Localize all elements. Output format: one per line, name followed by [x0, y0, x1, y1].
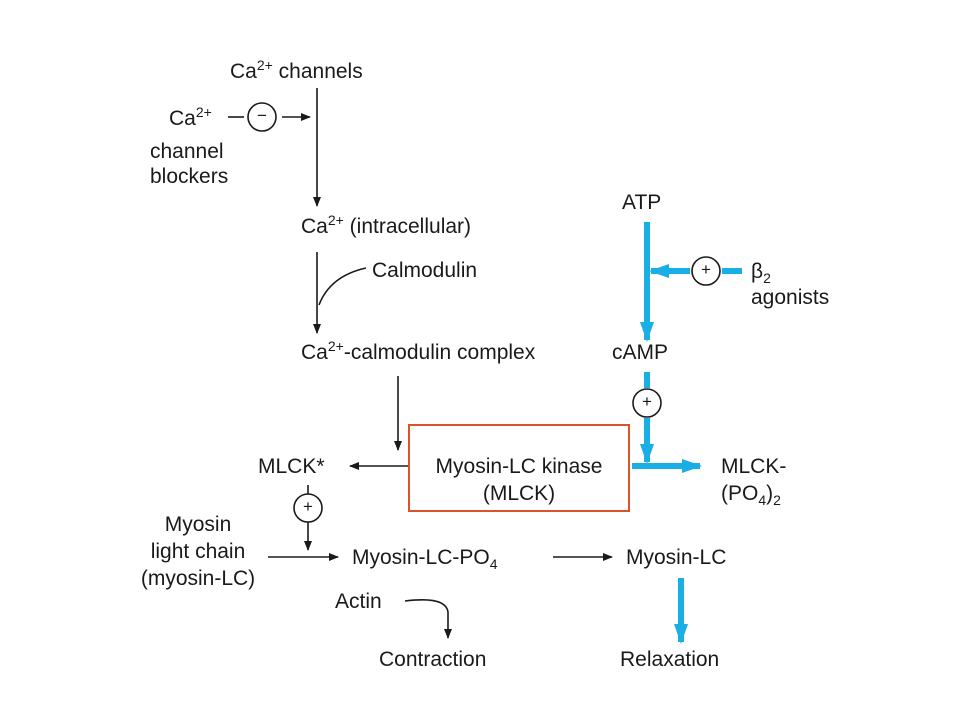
curve-calmodulin-joins: [318, 267, 367, 306]
ca-calmodulin-complex-label: Ca2+-calmodulin complex: [301, 338, 536, 364]
mlck-po4-line2: (PO4)2: [721, 482, 781, 509]
myosin-light-chain-line2: light chain: [150, 540, 246, 563]
inhibit-symbol: −: [257, 106, 267, 125]
myosin-lc-label: Myosin-LC: [626, 546, 727, 569]
ca-intracellular-label: Ca2+ (intracellular): [301, 212, 472, 238]
mlck-po4-line1: MLCK-: [721, 455, 787, 478]
mlck-star-label: MLCK*: [258, 455, 325, 478]
myosin-light-chain-line3: (myosin-LC): [140, 567, 256, 590]
blocker-ion-label: Ca2+: [169, 104, 212, 130]
camp-label: cAMP: [612, 341, 669, 364]
mlck-main-line2: (MLCK): [482, 482, 556, 505]
curve-actin-to-contraction: [404, 599, 452, 639]
myosin-light-chain-line1: Myosin: [164, 513, 232, 536]
actin-label: Actin: [335, 590, 382, 613]
inhibit-circle: [247, 102, 277, 132]
mlck-star-plus-symbol: +: [303, 497, 313, 516]
camp-plus-circle: [632, 388, 662, 418]
relaxation-label: Relaxation: [620, 648, 720, 671]
beta2-plus-circle: [691, 256, 721, 286]
atp-label: ATP: [622, 191, 662, 214]
agonists-label: agonists: [751, 286, 830, 309]
blockers-line2: blockers: [150, 165, 229, 188]
mlck-main-line1: Myosin-LC kinase: [435, 455, 603, 478]
blockers-line1: channel: [150, 140, 224, 163]
ca-channels-label: Ca2+ channels: [230, 57, 363, 83]
beta2-label: β2: [751, 260, 771, 287]
camp-plus-symbol: +: [642, 392, 652, 411]
myosin-lc-po4-label: Myosin-LC-PO4: [352, 546, 498, 573]
beta2-plus-symbol: +: [701, 260, 711, 279]
contraction-label: Contraction: [379, 648, 487, 671]
calmodulin-label: Calmodulin: [372, 259, 478, 282]
mlck-highlight-box: [408, 424, 630, 512]
